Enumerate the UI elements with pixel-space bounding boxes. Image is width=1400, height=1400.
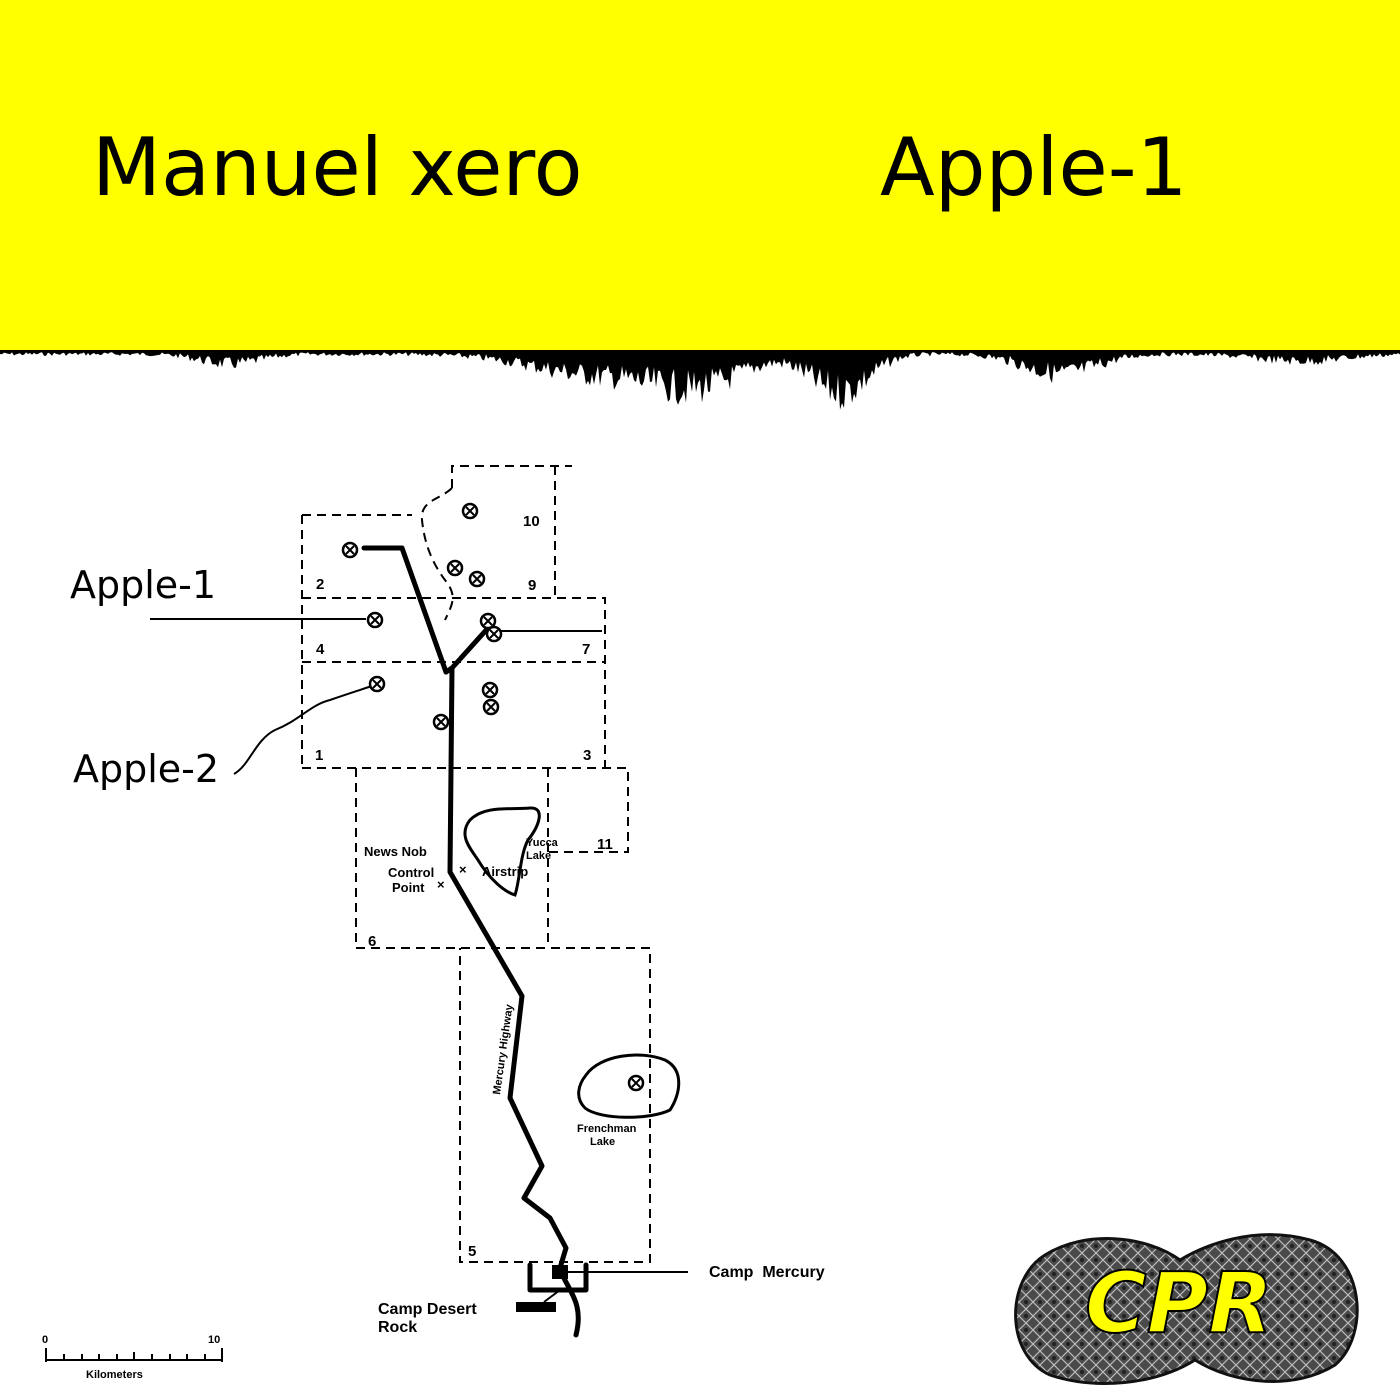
scale-bar: 0 10 Kilometers [42, 1334, 223, 1381]
area-boundaries [301, 465, 651, 1263]
callout-apple2-label: Apple-2 [73, 747, 219, 791]
cpr-logo: CPR [1014, 1233, 1359, 1385]
news-nob-x: × [459, 862, 467, 877]
test-site-map: Apple-1 Apple-2 10 2 9 4 7 1 3 11 [42, 465, 825, 1381]
label-airstrip: Airstrip [482, 864, 528, 879]
circle-x-icon [479, 612, 497, 630]
shot-markers [341, 502, 645, 1092]
scale-max: 10 [208, 1334, 220, 1346]
yucca-lake-outline [463, 806, 541, 897]
scale-min: 0 [42, 1334, 48, 1346]
area-number-4: 4 [316, 641, 325, 658]
label-control-point-1: Control [388, 865, 434, 880]
circle-x-icon [481, 681, 499, 699]
circle-x-icon [432, 713, 450, 731]
waveform-graphic [0, 350, 1400, 410]
roads [361, 545, 688, 1338]
label-camp-desert-rock-1: Camp Desert [378, 1301, 477, 1318]
area-number-3: 3 [583, 747, 591, 764]
frenchman-lake-outline [577, 1053, 681, 1119]
circle-x-icon [368, 675, 386, 693]
control-point-x: × [437, 877, 445, 892]
area-number-9: 9 [528, 577, 536, 594]
area-number-10: 10 [523, 513, 540, 530]
scale-unit: Kilometers [86, 1369, 143, 1381]
circle-x-icon [341, 541, 359, 559]
area-number-2: 2 [316, 576, 324, 593]
circle-x-icon [482, 698, 500, 716]
label-frenchman-lake-1: Frenchman [577, 1123, 637, 1135]
area-number-11: 11 [597, 836, 613, 853]
label-yucca-lake-1: Yucca [526, 837, 559, 849]
circle-x-icon [366, 611, 384, 629]
circle-x-icon [485, 625, 503, 643]
area-number-1: 1 [315, 747, 323, 764]
area-number-6: 6 [368, 933, 376, 950]
album-title: Apple-1 [880, 121, 1188, 214]
callout-apple1-label: Apple-1 [70, 563, 216, 607]
label-control-point-2: Point [392, 880, 425, 895]
title-banner: Manuel xero Apple-1 [0, 0, 1400, 352]
circle-x-icon [461, 502, 479, 520]
peanut-shell-icon [1014, 1233, 1359, 1385]
circle-x-icon [446, 559, 464, 577]
label-news-nob: News Nob [364, 844, 427, 859]
area-number-7: 7 [582, 641, 590, 658]
artist-name: Manuel xero [92, 121, 583, 214]
label-camp-desert-rock-2: Rock [378, 1319, 417, 1336]
circle-x-icon [627, 1074, 645, 1092]
circle-x-icon [468, 570, 486, 588]
area-number-5: 5 [468, 1243, 476, 1260]
waveform-fringe [0, 350, 1400, 410]
label-camp-mercury: Camp Mercury [709, 1264, 825, 1281]
label-frenchman-lake-2: Lake [590, 1136, 615, 1148]
logo-text: CPR [1085, 1254, 1273, 1352]
label-yucca-lake-2: Lake [526, 850, 551, 862]
